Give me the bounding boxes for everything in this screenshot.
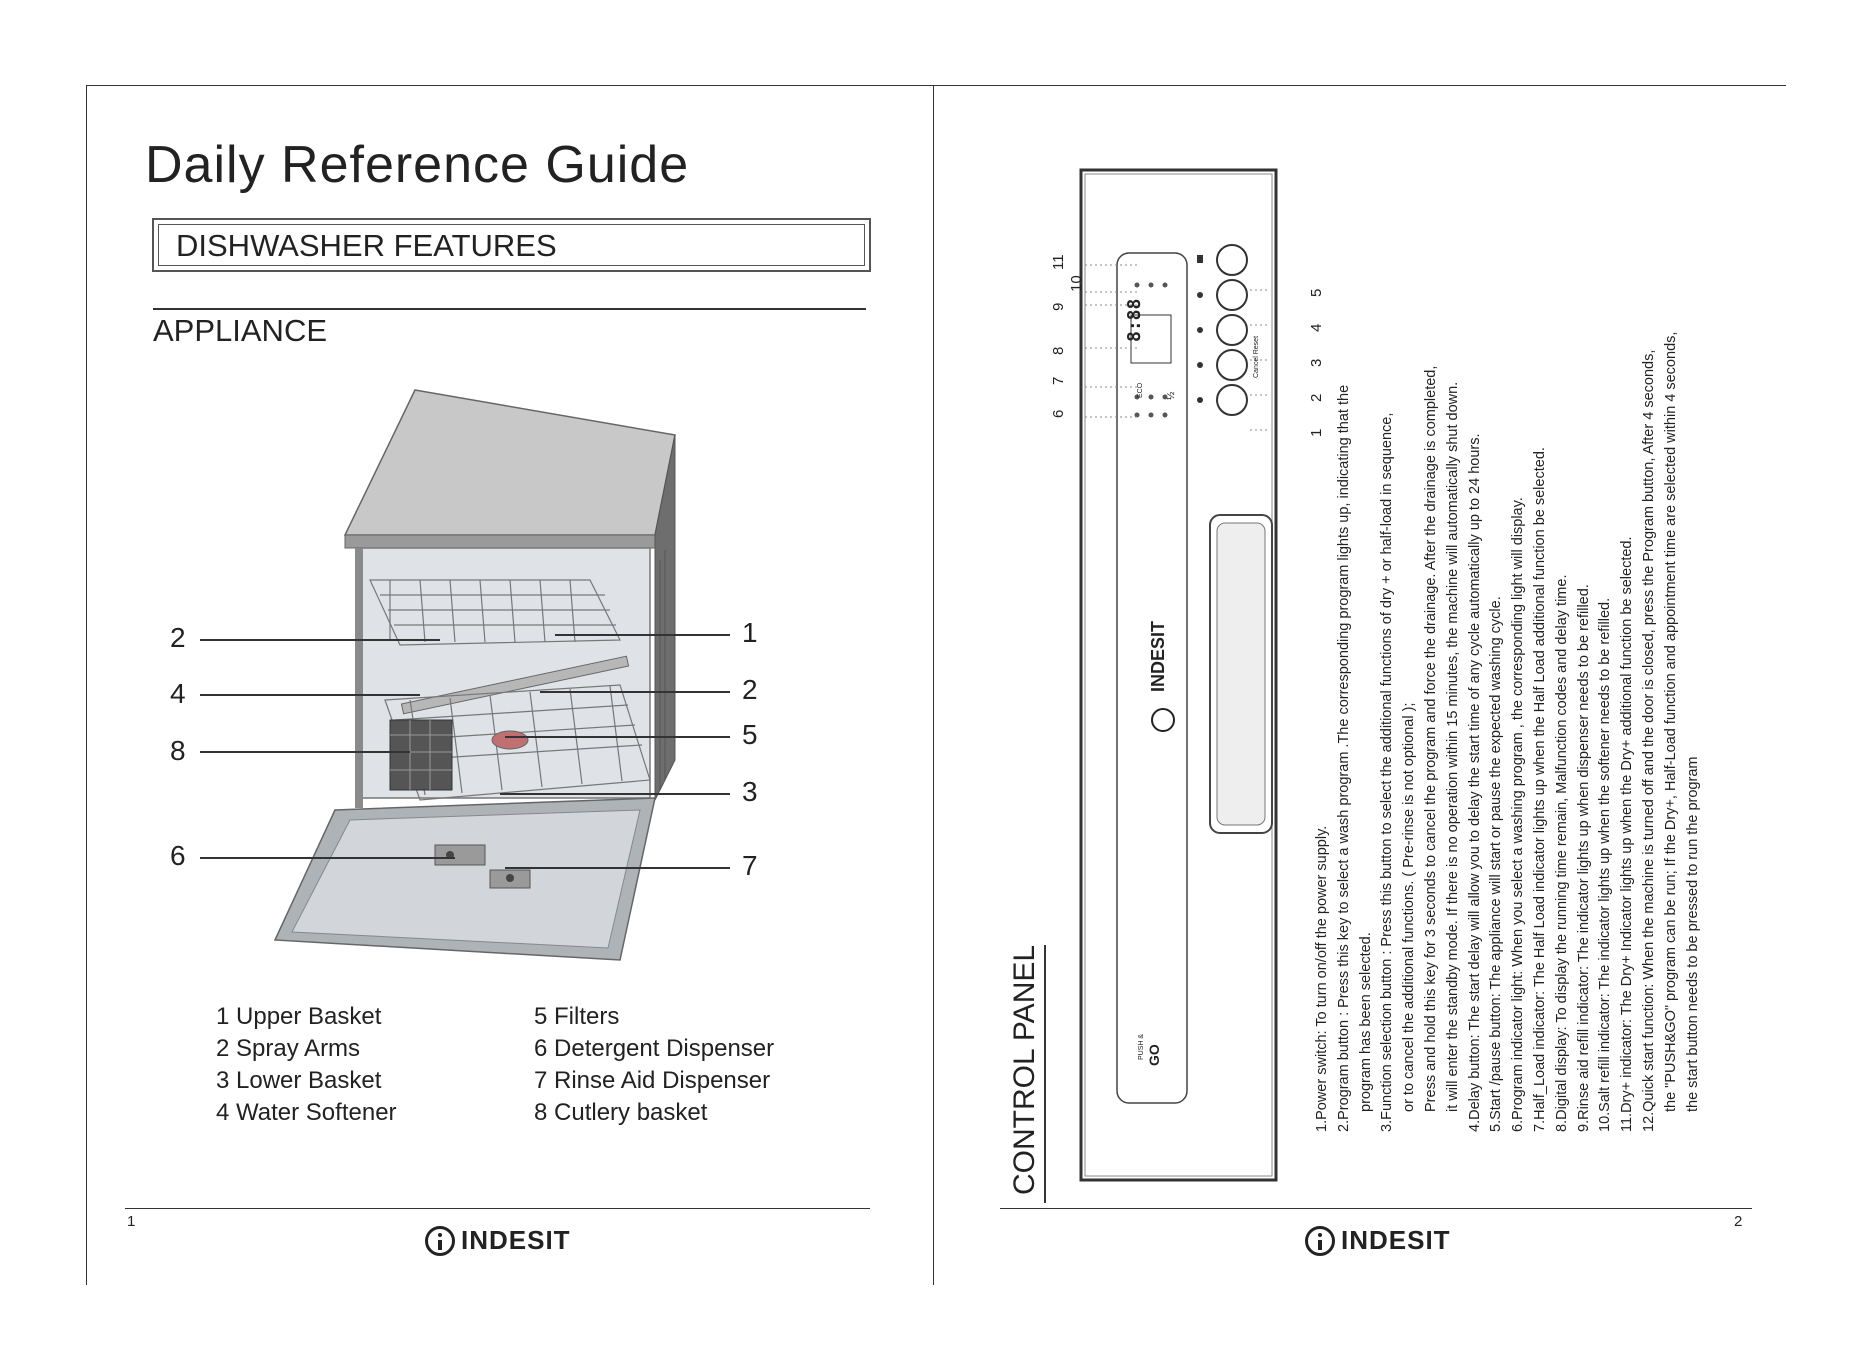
instruction-line: 5.Start /pause button: The appliance wil… bbox=[1488, 596, 1505, 1132]
callout-line bbox=[555, 634, 730, 636]
panel-cancel-reset-label: Cancel Reset bbox=[1253, 335, 1260, 378]
dishwasher-illustration bbox=[273, 389, 676, 961]
section-title: DISHWASHER FEATURES bbox=[176, 228, 557, 263]
instruction-line: 3.Function selection button : Press this… bbox=[1379, 412, 1396, 1132]
panel-go-label: GO bbox=[1146, 1044, 1162, 1066]
instruction-line: the start button needs to be pressed to … bbox=[1684, 756, 1701, 1112]
footer-rule bbox=[125, 1208, 870, 1209]
page-number: 2 bbox=[1734, 1213, 1743, 1230]
control-panel-diagram bbox=[1079, 168, 1278, 1182]
panel-push-label: PUSH & bbox=[1138, 1033, 1145, 1060]
page-divider bbox=[933, 85, 934, 1285]
panel-number: 9 bbox=[1050, 302, 1067, 311]
legend-item: 8 Cutlery basket bbox=[534, 1099, 708, 1126]
panel-number: 10 bbox=[1068, 275, 1085, 292]
callout-line bbox=[200, 751, 410, 753]
instruction-line: 6.Program indicator light: When you sele… bbox=[1510, 497, 1527, 1132]
top-rule bbox=[86, 85, 1786, 86]
callout-line bbox=[500, 793, 730, 795]
instructions-list: 1.Power switch: To turn on/off the power… bbox=[1312, 182, 1704, 1132]
instruction-line: Press and hold this key for 3 seconds to… bbox=[1422, 365, 1439, 1112]
instruction-line: 8.Digital display: To display the runnin… bbox=[1553, 574, 1570, 1132]
section-box: DISHWASHER FEATURES bbox=[152, 218, 871, 272]
legend-item: 4 Water Softener bbox=[216, 1099, 397, 1126]
instruction-line: 7.Half_Load indicator: The Half Load ind… bbox=[1531, 447, 1548, 1132]
instruction-line: 11.Dry+ indicator: The Dry+ Indicator li… bbox=[1619, 536, 1636, 1132]
brand-name: INDESIT bbox=[461, 1225, 571, 1255]
brand-name: INDESIT bbox=[1341, 1225, 1451, 1255]
callout-number: 1 bbox=[742, 617, 758, 648]
page-number: 1 bbox=[127, 1213, 136, 1230]
callout-line bbox=[505, 867, 730, 869]
callout-line bbox=[540, 691, 730, 693]
instruction-line: 10.Salt refill indicator: The indicator … bbox=[1597, 597, 1614, 1132]
callout-line bbox=[200, 639, 440, 641]
instruction-line: 4.Delay button: The start delay will all… bbox=[1466, 433, 1483, 1132]
callout-line bbox=[200, 694, 420, 696]
callout-line bbox=[200, 857, 455, 859]
panel-eco-label: ECO bbox=[1137, 382, 1144, 398]
callout-number: 2 bbox=[742, 674, 758, 705]
brand-logo: INDESIT bbox=[425, 1225, 571, 1256]
panel-half-label: ½ bbox=[1166, 391, 1177, 400]
info-icon bbox=[425, 1225, 455, 1256]
info-icon bbox=[1305, 1225, 1335, 1256]
instruction-line: it will enter the standby mode. If there… bbox=[1444, 381, 1461, 1112]
panel-number: 8 bbox=[1050, 346, 1067, 355]
callout-number: 7 bbox=[742, 850, 758, 881]
instruction-line: 9.Rinse aid refill indicator: The indica… bbox=[1575, 584, 1592, 1132]
instruction-line: program has been selected. bbox=[1357, 932, 1374, 1112]
page-title: Daily Reference Guide bbox=[145, 136, 690, 194]
instruction-line: or to cancel the additional functions. (… bbox=[1401, 702, 1418, 1112]
legend-item: 3 Lower Basket bbox=[216, 1067, 382, 1094]
callout-number: 6 bbox=[170, 840, 186, 871]
callout-number: 3 bbox=[742, 776, 758, 807]
legend-item: 6 Detergent Dispenser bbox=[534, 1035, 775, 1062]
instruction-line: 1.Power switch: To turn on/off the power… bbox=[1314, 825, 1330, 1132]
instruction-line: 2.Program button : Press this key to sel… bbox=[1335, 384, 1352, 1132]
callout-number: 8 bbox=[170, 735, 186, 766]
callout-number: 5 bbox=[742, 719, 758, 750]
footer-rule bbox=[1000, 1208, 1752, 1209]
instruction-line: the "PUSH&GO" program can be run; If the… bbox=[1662, 331, 1679, 1112]
panel-number: 6 bbox=[1050, 409, 1067, 418]
legend-item: 5 Filters bbox=[534, 1003, 620, 1030]
left-margin-rule bbox=[86, 85, 87, 1285]
callout-number: 4 bbox=[170, 678, 186, 709]
panel-brand: INDESIT bbox=[1148, 620, 1168, 692]
title-underline bbox=[1044, 945, 1046, 1203]
panel-number: 11 bbox=[1050, 254, 1067, 270]
control-panel-title: CONTROL PANEL bbox=[1008, 944, 1041, 1195]
subsection-title: APPLIANCE bbox=[153, 313, 328, 348]
panel-display-readout: 8:88 bbox=[1124, 298, 1145, 342]
instruction-line: 12.Quick start function: When the machin… bbox=[1640, 349, 1657, 1132]
section-rule bbox=[153, 308, 866, 310]
panel-number: 7 bbox=[1050, 376, 1067, 385]
callout-number: 2 bbox=[170, 622, 186, 653]
section-box-inner bbox=[158, 224, 865, 266]
callout-line bbox=[505, 736, 730, 738]
legend-item: 7 Rinse Aid Dispenser bbox=[534, 1067, 771, 1094]
brand-logo: INDESIT bbox=[1305, 1225, 1451, 1256]
legend-item: 2 Spray Arms bbox=[216, 1035, 361, 1062]
legend-item: 1 Upper Basket bbox=[216, 1003, 382, 1030]
